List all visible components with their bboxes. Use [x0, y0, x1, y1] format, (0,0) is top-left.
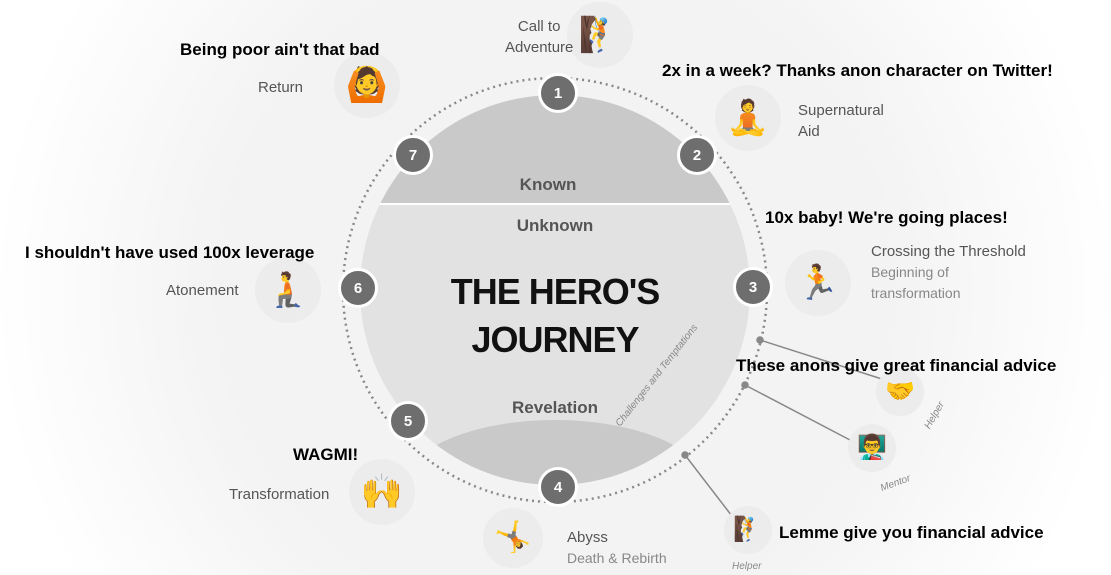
- caption-aid: 2x in a week? Thanks anon character on T…: [662, 61, 1053, 80]
- caption-threshold: 10x baby! We're going places!: [765, 208, 1008, 227]
- helper-icon: 🤝: [876, 368, 924, 416]
- caption-transformation: WAGMI!: [293, 445, 359, 464]
- mentor-icon: 👨‍🏫: [848, 424, 896, 472]
- kneeling-icon: 🧎: [255, 257, 321, 323]
- unknown-label: Unknown: [516, 216, 594, 235]
- caption-return: Being poor ain't that bad: [180, 40, 380, 59]
- stage-node-7: 7: [393, 135, 433, 175]
- celebrating-icon: 🙆: [334, 52, 400, 118]
- helper-icon-2: 🧗: [724, 506, 772, 554]
- known-label: Known: [519, 175, 577, 194]
- group-icon: 🙌: [349, 459, 415, 525]
- helper-label-2: Helper: [732, 561, 762, 572]
- stage-label-7: Return: [258, 79, 304, 96]
- revelation-label: Revelation: [512, 398, 598, 417]
- stage-node-5: 5: [388, 401, 428, 441]
- caption-helper: These anons give great financial advice: [736, 356, 1057, 375]
- caption-atonement: I shouldn't have used 100x leverage: [25, 243, 315, 262]
- stage-label-5: Transformation: [229, 486, 330, 503]
- stage-node-6: 6: [338, 268, 378, 308]
- stage-node-1: 1: [538, 73, 578, 113]
- stage-node-2: 2: [677, 135, 717, 175]
- meditation-icon: 🧘: [715, 85, 781, 151]
- stage-node-4: 4: [538, 467, 578, 507]
- caption-helper-2: Lemme give you financial advice: [779, 523, 1044, 542]
- stage-label-6: Atonement: [166, 282, 239, 299]
- revelation-cap: [405, 420, 705, 485]
- falling-icon: 🤸: [483, 508, 543, 568]
- stage-node-3: 3: [733, 267, 773, 307]
- climber-icon: 🧗: [567, 2, 633, 68]
- runner-icon: 🏃: [785, 250, 851, 316]
